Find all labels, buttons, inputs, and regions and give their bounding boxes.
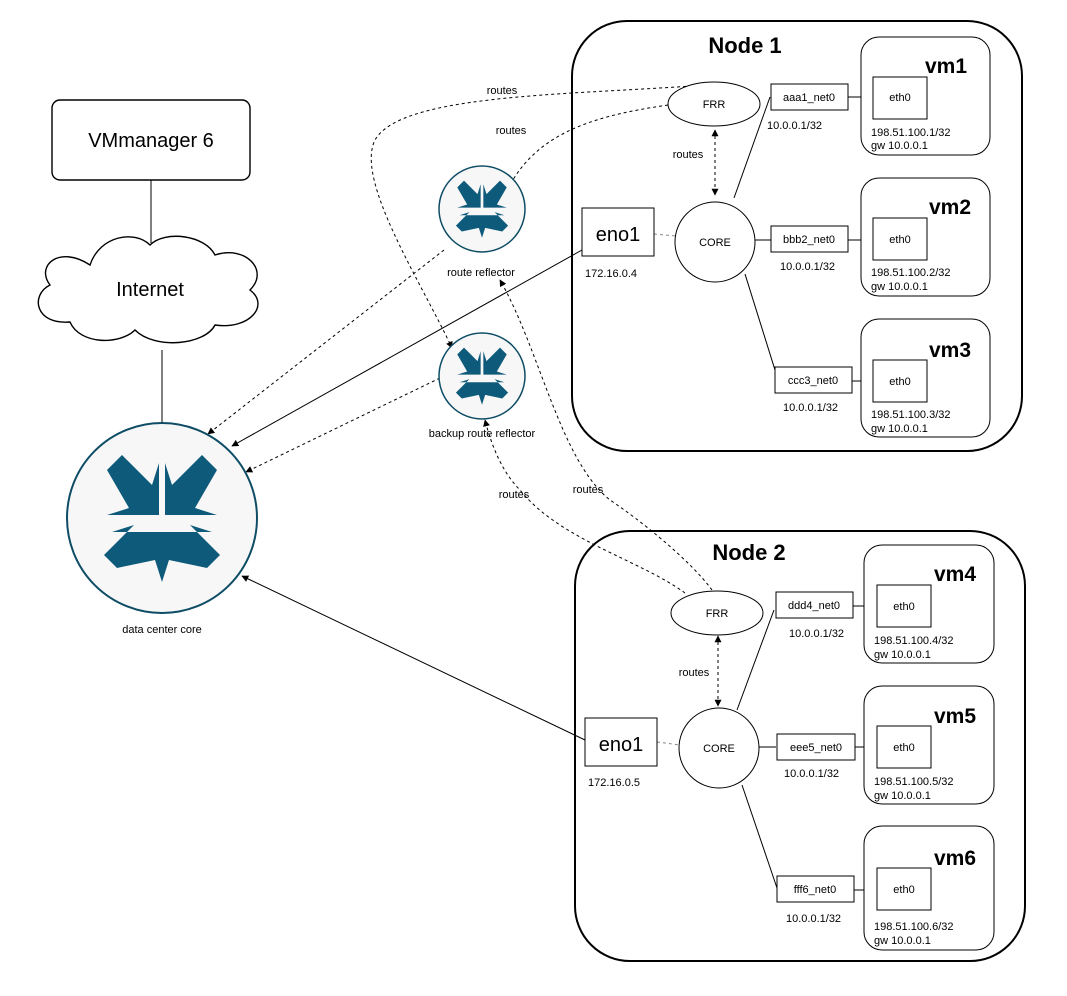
node1-title: Node 1 (708, 33, 781, 58)
node2-net-vm5: eee5_net0 10.0.0.1/32 (776, 733, 856, 780)
internet-cloud: Internet (37, 235, 259, 344)
net-label: fff6_net0 (794, 884, 836, 896)
net-ip: 10.0.0.1/32 (783, 402, 838, 414)
eth-label: eth0 (893, 601, 914, 613)
vm-gw: gw 10.0.0.1 (874, 935, 931, 947)
vmmanager-label: VMmanager 6 (88, 130, 214, 152)
vm-gw: gw 10.0.0.1 (871, 423, 928, 435)
vm-ip: 198.51.100.4/32 (874, 635, 954, 647)
frr1-rr-link (509, 104, 669, 186)
vm6-box: vm6 eth0 198.51.100.6/32 gw 10.0.0.1 (863, 825, 995, 951)
node2-net-vm6: fff6_net0 10.0.0.1/32 (776, 875, 855, 925)
edge-label-routes: routes (499, 489, 530, 501)
node1-net-vm1: aaa1_net0 10.0.0.1/32 (767, 83, 849, 132)
node2-eno1-label: eno1 (599, 734, 644, 756)
net-ip: 10.0.0.1/32 (789, 628, 844, 640)
vm1-box: vm1 eth0 198.51.100.1/32 gw 10.0.0.1 (860, 36, 991, 156)
net-ip: 10.0.0.1/32 (786, 913, 841, 925)
node1-net-vm2: bbb2_net0 10.0.0.1/32 (770, 225, 849, 273)
datacenter-core-label: data center core (122, 624, 202, 636)
node1-container: Node 1 FRR CORE eno1 172.16.0.4 aaa1_ne (571, 20, 1023, 452)
route-reflector-label: route reflector (447, 267, 515, 279)
vm-ip: 198.51.100.2/32 (871, 267, 951, 279)
node2-core-label: CORE (703, 743, 735, 755)
frr2-rr-link (499, 279, 713, 591)
datacenter-core-router (66, 422, 258, 614)
vm-gw: gw 10.0.0.1 (874, 649, 931, 661)
node2-eno-core-link (656, 741, 681, 746)
vm5-box: vm5 eth0 198.51.100.5/32 gw 10.0.0.1 (863, 685, 995, 805)
node1-eno-core-link (653, 233, 677, 237)
frr2-brr-link (483, 419, 686, 594)
node2-core: CORE (678, 707, 760, 789)
node2-container: Node 2 FRR CORE eno1 172.16.0.5 ddd4_ne (574, 530, 1026, 962)
edge-label-routes: routes (679, 667, 710, 679)
eth-label: eth0 (889, 234, 910, 246)
router-arrows-icon (107, 455, 217, 515)
node2-eno1-ip: 172.16.0.5 (588, 777, 640, 789)
eth-label: eth0 (889, 376, 910, 388)
node2-frr-label: FRR (706, 608, 729, 620)
vm-gw: gw 10.0.0.1 (871, 281, 928, 293)
eth-label: eth0 (889, 92, 910, 104)
vm-name: vm3 (929, 339, 971, 362)
node2-net-vm4: ddd4_net0 10.0.0.1/32 (775, 591, 854, 640)
vm-name: vm2 (929, 196, 971, 219)
net-label: aaa1_net0 (783, 92, 835, 104)
vm3-box: vm3 eth0 198.51.100.3/32 gw 10.0.0.1 (860, 318, 991, 438)
net-label: ddd4_net0 (788, 600, 840, 612)
node1-core-vm1-link (733, 96, 771, 199)
eth-label: eth0 (893, 884, 914, 896)
vm4-box: vm4 eth0 198.51.100.4/32 gw 10.0.0.1 (863, 544, 995, 664)
node1-frr: FRR (667, 81, 761, 127)
internet-label: Internet (116, 279, 184, 301)
vm-name: vm6 (934, 847, 976, 870)
net-ip: 10.0.0.1/32 (767, 120, 822, 132)
node2-eno1: eno1 172.16.0.5 (584, 717, 658, 789)
net-label: eee5_net0 (790, 742, 842, 754)
node1-eno1-ip: 172.16.0.4 (585, 268, 637, 280)
route-reflector-router (438, 165, 526, 253)
edge-label-routes: routes (673, 149, 704, 161)
node1-core-vm3-link (744, 273, 776, 371)
vm-gw: gw 10.0.0.1 (874, 790, 931, 802)
node2-core-vm4-link (736, 609, 775, 711)
vm-name: vm1 (925, 55, 967, 78)
vm-name: vm5 (934, 705, 976, 728)
vm2-box: vm2 eth0 198.51.100.2/32 gw 10.0.0.1 (860, 177, 991, 297)
vm-ip: 198.51.100.1/32 (871, 127, 951, 139)
vm-gw: gw 10.0.0.1 (871, 140, 928, 152)
rr-dc-link (207, 249, 445, 435)
backup-route-reflector-router (438, 332, 526, 420)
node2-frr: FRR (670, 590, 764, 636)
net-ip: 10.0.0.1/32 (780, 261, 835, 273)
node1-eno-dc-link (231, 249, 583, 447)
node2-title: Node 2 (712, 540, 785, 565)
node1-net-vm3: ccc3_net0 10.0.0.1/32 (774, 366, 853, 414)
node1-frr-label: FRR (703, 99, 726, 111)
vm-ip: 198.51.100.6/32 (874, 921, 954, 933)
brr-dc-link (245, 377, 441, 473)
edge-label-routes: routes (573, 484, 604, 496)
node1-eno1: eno1 172.16.0.4 (581, 207, 655, 280)
vm-ip: 198.51.100.3/32 (871, 409, 951, 421)
backup-route-reflector-label: backup route reflector (429, 428, 536, 440)
vm-name: vm4 (934, 563, 976, 586)
node2-eno-dc-link (241, 575, 586, 741)
node1-eno1-label: eno1 (596, 224, 641, 246)
node1-core-label: CORE (699, 237, 731, 249)
node2-core-vm6-link (741, 784, 778, 889)
net-label: bbb2_net0 (783, 234, 835, 246)
vm-ip: 198.51.100.5/32 (874, 776, 954, 788)
edge-label-routes: routes (487, 85, 518, 97)
eth-label: eth0 (893, 742, 914, 754)
net-ip: 10.0.0.1/32 (784, 768, 839, 780)
net-label: ccc3_net0 (788, 375, 838, 387)
edge-label-routes: routes (496, 125, 527, 137)
vmmanager-box: VMmanager 6 (51, 99, 251, 181)
node1-core: CORE (674, 201, 756, 283)
